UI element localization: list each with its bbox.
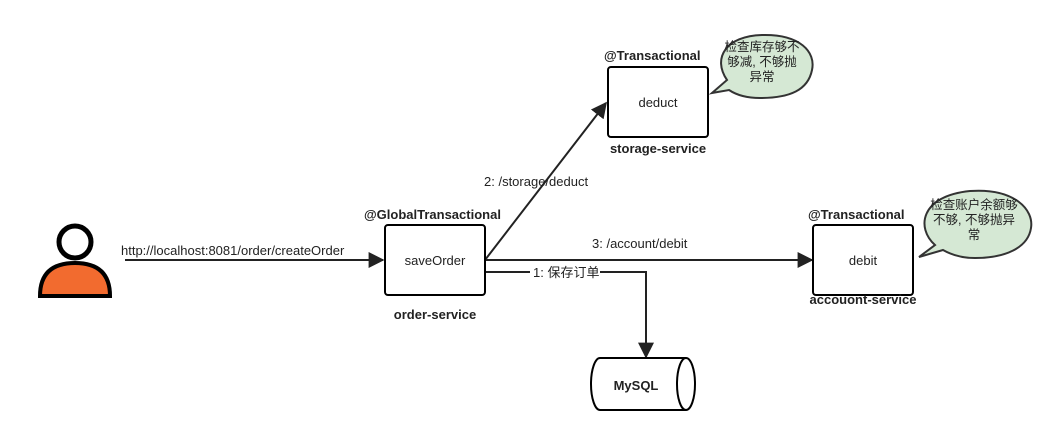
save-edge-label: 1: 保存订单: [533, 265, 599, 280]
deduct-node: [607, 66, 709, 138]
save-label-bg: [530, 264, 600, 280]
deduct-label: deduct: [638, 95, 677, 110]
storage-note-line-2: 够减, 不够抛: [727, 54, 796, 69]
account-note-bubble: [918, 189, 1033, 260]
account-note-line-1: 检查账户余额够: [930, 197, 1018, 212]
save-order-label: saveOrder: [405, 253, 466, 268]
user-icon: [37, 223, 113, 298]
storage-note-line-1: 检查库存够不: [724, 39, 799, 54]
storage-transactional-annotation: @Transactional: [604, 48, 700, 63]
storage-note-bubble: [708, 33, 814, 100]
account-transactional-annotation: @Transactional: [808, 207, 904, 222]
storage-edge-label: 2: /storage/deduct: [484, 174, 588, 189]
account-edge-label: 3: /account/debit: [592, 236, 688, 251]
save-arrow: [485, 271, 654, 359]
account-note-line-2: 不够, 不够抛异: [933, 212, 1015, 227]
account-note-line-3: 常: [968, 228, 981, 242]
save-order-node: [384, 224, 486, 296]
storage-arrow: [484, 101, 607, 261]
storage-note-line-3: 异常: [749, 70, 774, 84]
debit-node: [812, 224, 914, 296]
mysql-label: MySQL: [614, 378, 659, 393]
global-transactional-annotation: @GlobalTransactional: [364, 207, 501, 222]
storage-service-label: storage-service: [610, 141, 706, 156]
mysql-database: [590, 357, 696, 411]
debit-label: debit: [849, 253, 878, 268]
order-service-label: order-service: [394, 307, 476, 322]
request-label: http://localhost:8081/order/createOrder: [121, 243, 345, 258]
account-service-label: accouont-service: [810, 292, 917, 307]
